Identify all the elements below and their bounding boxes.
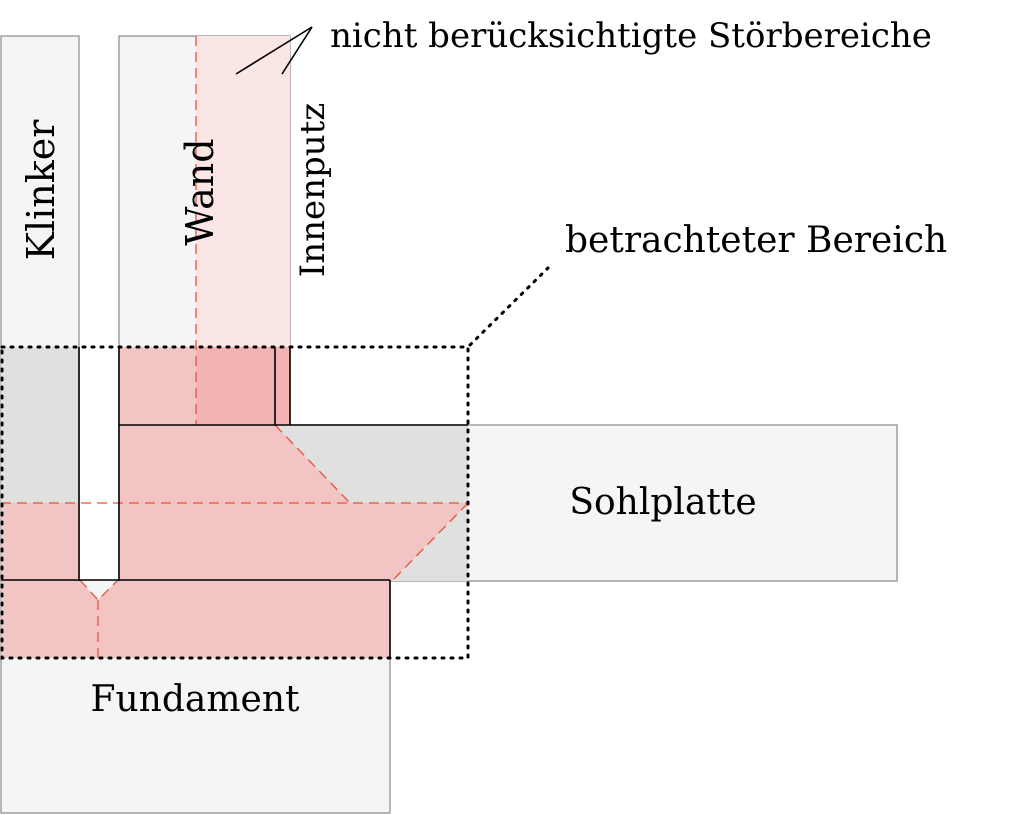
considered-area-frame <box>0 345 470 660</box>
wall-slab-corner-zone <box>119 425 350 503</box>
zone-boundaries <box>1 36 469 658</box>
leader-considered <box>468 266 550 347</box>
plaster-zone <box>274 347 290 425</box>
label-betrachtet: betrachteter Bereich <box>565 220 947 261</box>
ignored-zone <box>196 36 290 347</box>
label-klinker: Klinker <box>19 119 63 261</box>
label-sohlplatte: Sohlplatte <box>569 482 756 523</box>
label-innenputz: Innenputz <box>293 103 333 277</box>
foundation-zone <box>1 580 390 658</box>
label-fundament: Fundament <box>91 679 300 720</box>
slab-edge-zone <box>119 503 468 581</box>
leader-ignored-2 <box>281 26 313 75</box>
klinker-zone <box>1 503 79 581</box>
wall-zone-inner <box>196 347 275 425</box>
component-outlines <box>1 347 468 658</box>
leader-ignored-1 <box>235 26 313 75</box>
label-wand: Wand <box>178 138 222 245</box>
label-stoerbereiche: nicht berücksichtigte Störbereiche <box>330 16 932 56</box>
